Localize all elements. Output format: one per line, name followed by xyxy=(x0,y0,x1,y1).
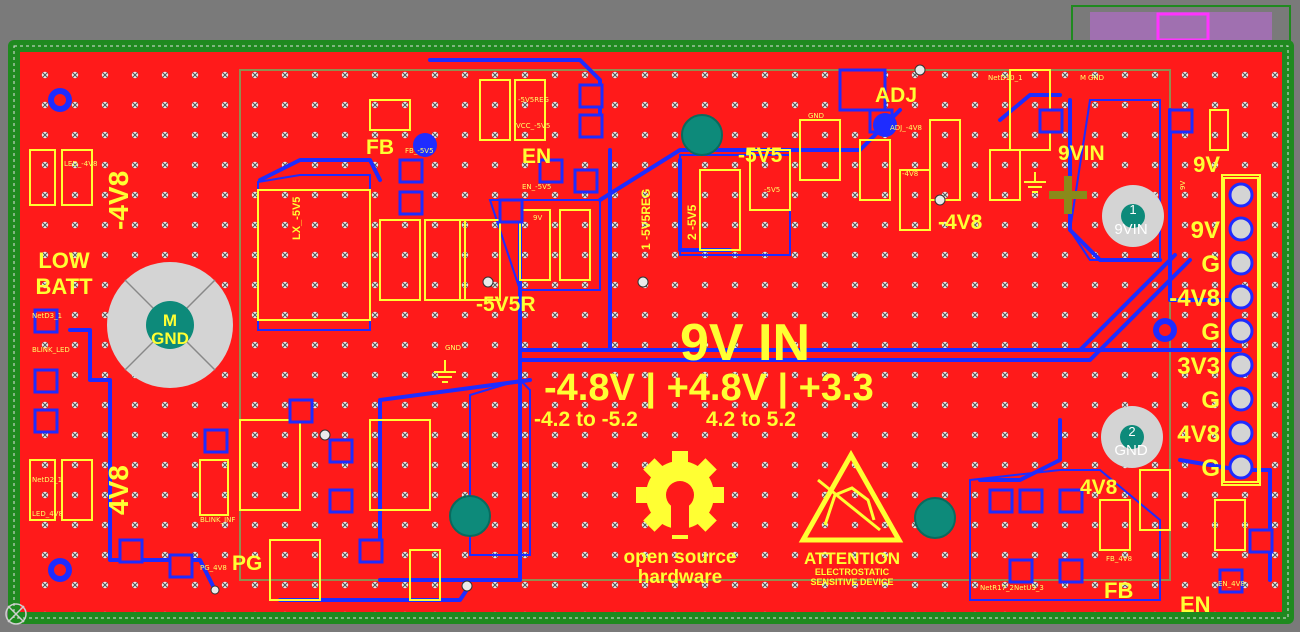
label-neg-4v8-left: -4V8 xyxy=(103,171,134,230)
label-neg-5v5: -5V5 xyxy=(738,144,783,167)
mount-gnd-label: GND xyxy=(151,329,189,348)
label-lx: LX_-5V5 xyxy=(291,197,303,240)
label-4v8-left: 4V8 xyxy=(103,465,134,515)
ref-netr17: NetR17_2 xyxy=(980,584,1014,592)
label-vreg-vertical2: 2 -5V5 xyxy=(685,204,699,240)
attention-sub-2: SENSITIVE DEVICE xyxy=(810,577,893,587)
header-pin-labels: 9V 9V G -4V8 G 3V3 G 4V8 G xyxy=(1169,152,1220,482)
label-en-bottom: EN xyxy=(1180,592,1211,617)
ref-led-pos-4v8: LED_4V8 xyxy=(32,510,63,518)
attention-sub-1: ELECTROSTATIC xyxy=(815,567,890,577)
mounting-hole-9vin[interactable] xyxy=(1102,185,1164,247)
signal-vias xyxy=(210,64,946,595)
header-pin-label: 9V xyxy=(1193,152,1220,177)
header-pin-label: G xyxy=(1201,387,1220,414)
label-pg: PG xyxy=(232,552,262,575)
label-neg-4v8-mid: -4V8 xyxy=(938,211,983,234)
label-m-gnd-top: M xyxy=(1080,74,1086,82)
label-batt: BATT xyxy=(35,274,93,299)
ref-netd3: NetD3_1 xyxy=(32,312,62,320)
label-9v-small: 9V xyxy=(1179,181,1187,190)
ref-5v5reg: -5V5REG xyxy=(518,96,549,104)
header-pin-label: 3V3 xyxy=(1177,353,1220,380)
ref-neg-5v5: -5V5 xyxy=(764,186,780,194)
label-range-neg: -4.2 to -5.2 xyxy=(534,408,638,431)
test-point-9vin-cross xyxy=(1049,176,1087,214)
ref-9v: 9V xyxy=(533,214,542,222)
header-pin-label: G xyxy=(1201,455,1220,482)
ground-symbol-icon xyxy=(434,172,1046,383)
mounting-hole-gnd[interactable] xyxy=(1101,406,1163,468)
component-refdes: FB_-5V5 EN_-5V5 -5V5REG VCC_-5V5 GND 9V … xyxy=(32,74,1245,592)
label-fb-bottom: FB xyxy=(1104,578,1133,603)
origin-marker-icon xyxy=(5,603,27,625)
label-9v-in-big: 9V IN xyxy=(680,314,810,372)
header-pin-label: 4V8 xyxy=(1177,421,1220,448)
attention-title: ATTENTION xyxy=(804,549,900,568)
oshw-gear-icon xyxy=(636,451,724,539)
ref-vcc-5v5: VCC_-5V5 xyxy=(516,122,550,130)
label-adj: ADJ xyxy=(875,84,917,107)
esd-warning-icon xyxy=(798,449,904,543)
smd-pads xyxy=(33,68,1274,594)
ref-blink-inf: BLINK_INF xyxy=(200,516,235,524)
ref-neg-4v8: -4V8 xyxy=(902,170,918,178)
label-en-top: EN xyxy=(522,145,551,168)
mount-9vin-num: 1 xyxy=(1129,202,1136,217)
label-range-pos: 4.2 to 5.2 xyxy=(706,408,796,431)
through-hole-pads xyxy=(48,88,1177,582)
oshw-text-1: open source xyxy=(624,547,737,568)
mount-gnd-num: 2 xyxy=(1128,424,1135,439)
ref-adj-4v8: ADJ_-4V8 xyxy=(890,124,922,132)
ref-en-5v5: EN_-5V5 xyxy=(522,183,551,191)
mounting-hole-m-gnd[interactable] xyxy=(107,262,233,388)
header-pin-label: 9V xyxy=(1191,217,1220,244)
header-pin-label: -4V8 xyxy=(1169,285,1220,312)
ref-en-4v8: EN_4V8 xyxy=(1218,580,1245,588)
mount-m-label: M xyxy=(163,311,177,330)
label-low: LOW xyxy=(38,248,90,273)
mount-9vin-label: 9VIN xyxy=(1114,221,1147,238)
mount-gnd-label: GND xyxy=(1114,442,1148,459)
ref-pg-4v8: PG_4V8 xyxy=(200,564,227,572)
label-neg-5v5r: -5V5R xyxy=(476,293,536,316)
ref-fb-5v5: FB_-5V5 xyxy=(405,147,434,155)
label-gnd-small: GND xyxy=(445,344,461,352)
header-pin-label: G xyxy=(1201,319,1220,346)
label-9vin: 9VIN xyxy=(1058,142,1105,165)
ref-fb-4v8: FB_4V8 xyxy=(1106,555,1132,563)
ref-netd2: NetD2_1 xyxy=(32,476,62,484)
ref-netu3: NetU3_3 xyxy=(1014,584,1044,592)
ref-led-4v8: LED_-4V8 xyxy=(64,160,97,168)
keepout-line xyxy=(13,45,1289,619)
label-4v8-bottom: 4V8 xyxy=(1080,476,1118,499)
label-rail-summary: -4.8V | +4.8V | +3.3 xyxy=(544,367,874,409)
ref-netd10: NetD10_1 xyxy=(988,74,1023,82)
header-pin-label: G xyxy=(1201,251,1220,278)
oshw-text-2: hardware xyxy=(638,567,722,588)
ref-gnd: GND xyxy=(808,112,824,120)
thermal-vias xyxy=(449,114,956,539)
label-vreg-vertical: 1 -5V5REG xyxy=(639,189,653,250)
header-connector[interactable] xyxy=(1223,177,1259,483)
label-fb-top: FB xyxy=(366,136,394,159)
ref-blink-led: BLINK_LED xyxy=(32,346,70,354)
label-m-gnd-top-2: GND xyxy=(1088,74,1104,82)
